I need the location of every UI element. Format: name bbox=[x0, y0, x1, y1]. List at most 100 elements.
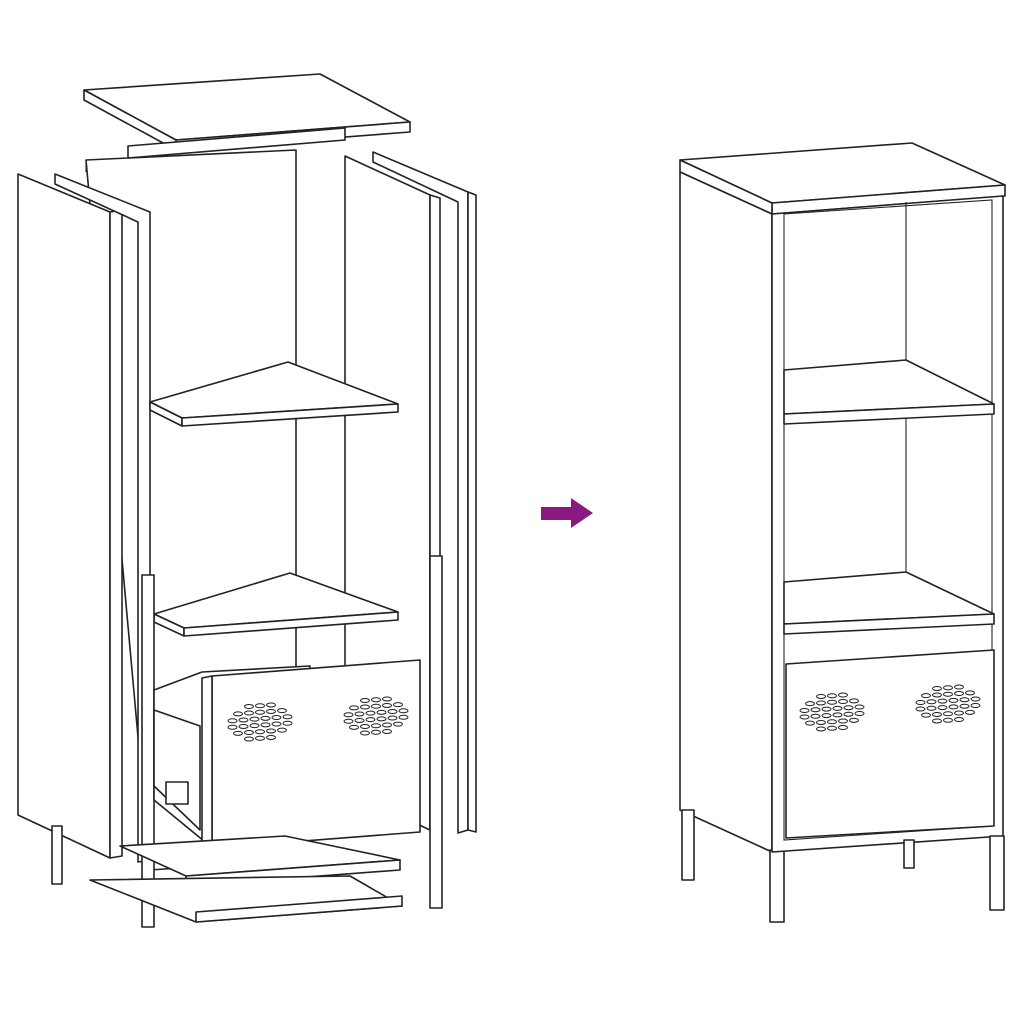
vent-slot bbox=[349, 705, 359, 711]
vent-slot bbox=[821, 706, 832, 712]
vent-slot bbox=[227, 718, 238, 724]
vent-slot bbox=[393, 721, 403, 727]
top-panel bbox=[83, 73, 411, 159]
vent-slot bbox=[921, 712, 931, 718]
vent-slot bbox=[965, 690, 975, 696]
vent-slot bbox=[943, 711, 953, 717]
vent-slot bbox=[854, 711, 865, 716]
vent-slot bbox=[227, 724, 238, 730]
vent-slot bbox=[260, 722, 271, 728]
vent-slot bbox=[954, 691, 964, 697]
vent-slot bbox=[810, 707, 821, 713]
vent-slot bbox=[277, 708, 287, 714]
vent-slot bbox=[260, 715, 271, 721]
vent-slot bbox=[799, 714, 810, 720]
vent-slot bbox=[360, 724, 370, 730]
vent-slot bbox=[376, 709, 387, 715]
vent-slot bbox=[827, 719, 837, 725]
vent-slot bbox=[249, 723, 260, 729]
vent-slot bbox=[271, 715, 282, 721]
vent-slot bbox=[266, 728, 276, 734]
vent-slot bbox=[382, 702, 392, 708]
vent-slot bbox=[233, 711, 243, 717]
vent-slot bbox=[255, 703, 265, 709]
vent-slot bbox=[954, 717, 964, 723]
vent-slot bbox=[233, 730, 243, 736]
vent-slot bbox=[277, 727, 287, 733]
vent-slot bbox=[926, 699, 937, 705]
right-arrow-icon bbox=[541, 498, 593, 528]
vent-slot bbox=[959, 703, 970, 709]
vent-slot bbox=[937, 705, 948, 711]
vent-slot bbox=[354, 711, 365, 717]
vent-slot bbox=[282, 720, 293, 726]
bottom-panel bbox=[89, 835, 403, 923]
assembled-cabinet bbox=[679, 142, 1006, 923]
vent-slot bbox=[238, 723, 249, 729]
vent-slot bbox=[816, 700, 826, 706]
vent-slot bbox=[827, 693, 837, 699]
vent-slot bbox=[915, 706, 926, 712]
vent-slot bbox=[266, 702, 276, 708]
front-left-post bbox=[141, 574, 155, 928]
vent-slot bbox=[398, 714, 409, 720]
vent-slot bbox=[805, 720, 815, 726]
left-side-panel bbox=[17, 173, 151, 885]
vent-slot bbox=[926, 705, 937, 711]
vent-slot bbox=[382, 722, 392, 728]
vent-slot bbox=[343, 718, 354, 724]
vent-slot bbox=[849, 698, 859, 704]
vent-slot bbox=[365, 717, 376, 723]
vent-slot bbox=[810, 713, 821, 719]
vent-slot bbox=[255, 729, 265, 735]
vent-slot bbox=[244, 730, 254, 736]
vent-slot bbox=[266, 734, 276, 740]
vent-slot bbox=[799, 708, 810, 713]
vent-slot bbox=[255, 735, 265, 741]
vent-slot bbox=[343, 712, 354, 718]
vent-slot bbox=[959, 697, 970, 703]
vent-slot bbox=[816, 726, 826, 732]
right-side-panel bbox=[344, 151, 477, 834]
vent-slot bbox=[954, 684, 964, 690]
vent-slot bbox=[371, 729, 381, 735]
vent-slot bbox=[387, 709, 398, 715]
vent-slot bbox=[238, 717, 249, 723]
vent-slot bbox=[838, 718, 848, 724]
vent-slot bbox=[282, 714, 293, 720]
cabinet-shelf-upper bbox=[783, 359, 995, 425]
vent-slot bbox=[915, 700, 926, 705]
vent-slot bbox=[948, 697, 959, 703]
vent-slot bbox=[843, 711, 854, 717]
cabinet-shelf-lower bbox=[783, 571, 995, 635]
vent-slot bbox=[932, 685, 942, 691]
vent-slot bbox=[266, 708, 276, 714]
exploded-cabinet bbox=[17, 73, 477, 928]
vent-slot bbox=[371, 697, 381, 703]
vent-slot bbox=[849, 717, 859, 723]
vent-slot bbox=[360, 704, 370, 710]
cabinet-top bbox=[679, 142, 1006, 215]
vent-slot bbox=[398, 708, 409, 714]
vent-slot bbox=[838, 725, 848, 731]
front-right-post bbox=[429, 555, 443, 909]
vent-slot bbox=[932, 692, 942, 698]
vent-slot bbox=[387, 715, 398, 721]
vent-slot bbox=[393, 702, 403, 708]
vent-slot bbox=[349, 724, 359, 730]
vent-slot bbox=[827, 699, 837, 705]
vent-slot bbox=[843, 705, 854, 711]
vent-slot bbox=[249, 716, 260, 722]
shelf-lower bbox=[153, 572, 399, 637]
vent-slot bbox=[943, 717, 953, 723]
vent-slot bbox=[821, 713, 832, 719]
vent-slot bbox=[954, 710, 964, 716]
vent-slot bbox=[382, 696, 392, 702]
vent-slot bbox=[816, 693, 826, 699]
vent-slot bbox=[943, 691, 953, 697]
vent-slot bbox=[244, 710, 254, 716]
vent-slot bbox=[376, 716, 387, 722]
vent-slot bbox=[255, 709, 265, 715]
vent-slot bbox=[832, 705, 843, 711]
